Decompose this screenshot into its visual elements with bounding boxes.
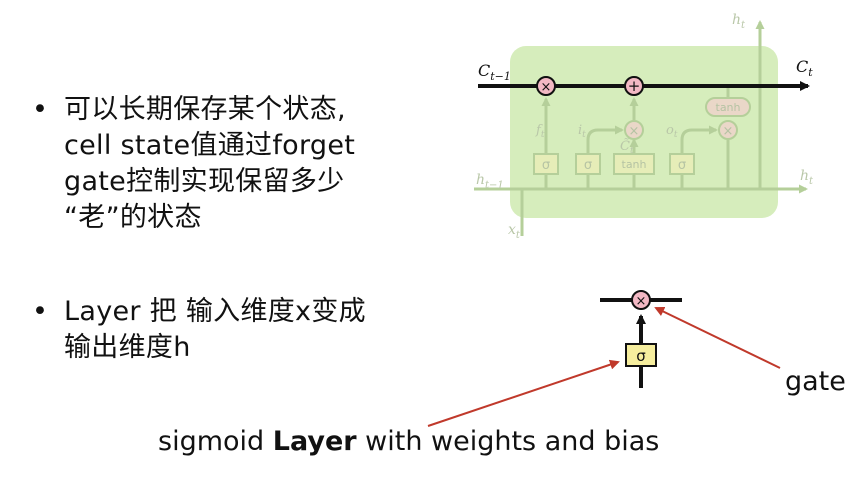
bullet-line: 可以长期保存某个状态,: [64, 94, 346, 125]
bullet-line: “老”的状态: [64, 202, 202, 233]
label-c-tilde: C̃t: [620, 138, 634, 156]
faint-tanh-op: [705, 97, 751, 117]
gate-label: gate: [785, 366, 846, 397]
gate-sigma-box: [625, 343, 657, 367]
gate-sigma-text: σ: [636, 347, 646, 365]
faint-times-op: [624, 120, 644, 140]
forget-times-text: ×: [541, 80, 552, 95]
label-f: ft: [535, 123, 545, 140]
gate-times-op: [631, 290, 651, 310]
cell-plus-text: +: [628, 77, 641, 95]
faint-times-op: [718, 120, 738, 140]
gate-times-text: ×: [636, 294, 647, 309]
label-i: it: [578, 123, 586, 140]
caption-pre: sigmoid: [158, 426, 273, 457]
arrow-to-sigma: [427, 359, 620, 427]
bullet-dot: •: [32, 296, 49, 327]
faint-tanh-text: tanh: [622, 158, 647, 171]
bullet-list: • 可以长期保存某个状态, cell state值通过forget gate控制…: [30, 92, 430, 366]
bullet-item-cell-state: • 可以长期保存某个状态, cell state值通过forget gate控制…: [30, 92, 430, 236]
faint-sigma-text: σ: [542, 158, 550, 173]
faint-sigma-text: σ: [584, 158, 592, 173]
forget-times-op: [536, 76, 556, 96]
cell-plus-op: [624, 76, 644, 96]
bullet-line: gate控制实现保留多少: [64, 166, 345, 197]
caption-post: with weights and bias: [356, 426, 660, 457]
faint-times-text: ×: [629, 124, 640, 139]
faint-sigma-box: [533, 153, 559, 175]
bullet-item-layer: • Layer 把 输入维度x变成 输出维度h: [30, 294, 430, 366]
faint-sigma-text: σ: [678, 158, 686, 173]
faint-labels: ft it C̃t ot ht−1 ht ht xt: [476, 12, 814, 241]
bullet-dot: •: [32, 94, 49, 125]
arrow-to-gate: [654, 306, 781, 369]
label-h-out: ht: [800, 168, 814, 187]
faint-tanh-op-text: tanh: [716, 101, 741, 114]
faint-times-text: ×: [723, 124, 734, 139]
faint-tanh-box: [613, 153, 655, 175]
label-x-input: xt: [508, 222, 521, 241]
label-c-prev: Ct−1: [478, 61, 511, 83]
lstm-cell-box: [510, 46, 778, 218]
faint-sigma-box: [669, 153, 695, 175]
label-c-out: Ct: [796, 57, 813, 79]
bullet-line: Layer 把 输入维度x变成: [64, 296, 366, 327]
faint-gates: σ σ tanh σ × × tanh: [533, 97, 751, 175]
bullet-line: 输出维度h: [64, 332, 191, 363]
label-h-prev: ht−1: [476, 172, 504, 191]
label-h-top: ht: [732, 12, 746, 31]
gate-illustration: × σ: [600, 290, 682, 388]
bullet-line: cell state值通过forget: [64, 130, 356, 161]
caption-bold: Layer: [272, 426, 357, 457]
caption: sigmoid Layer with weights and bias: [158, 426, 659, 457]
faint-sigma-box: [575, 153, 601, 175]
label-o: ot: [666, 123, 678, 140]
